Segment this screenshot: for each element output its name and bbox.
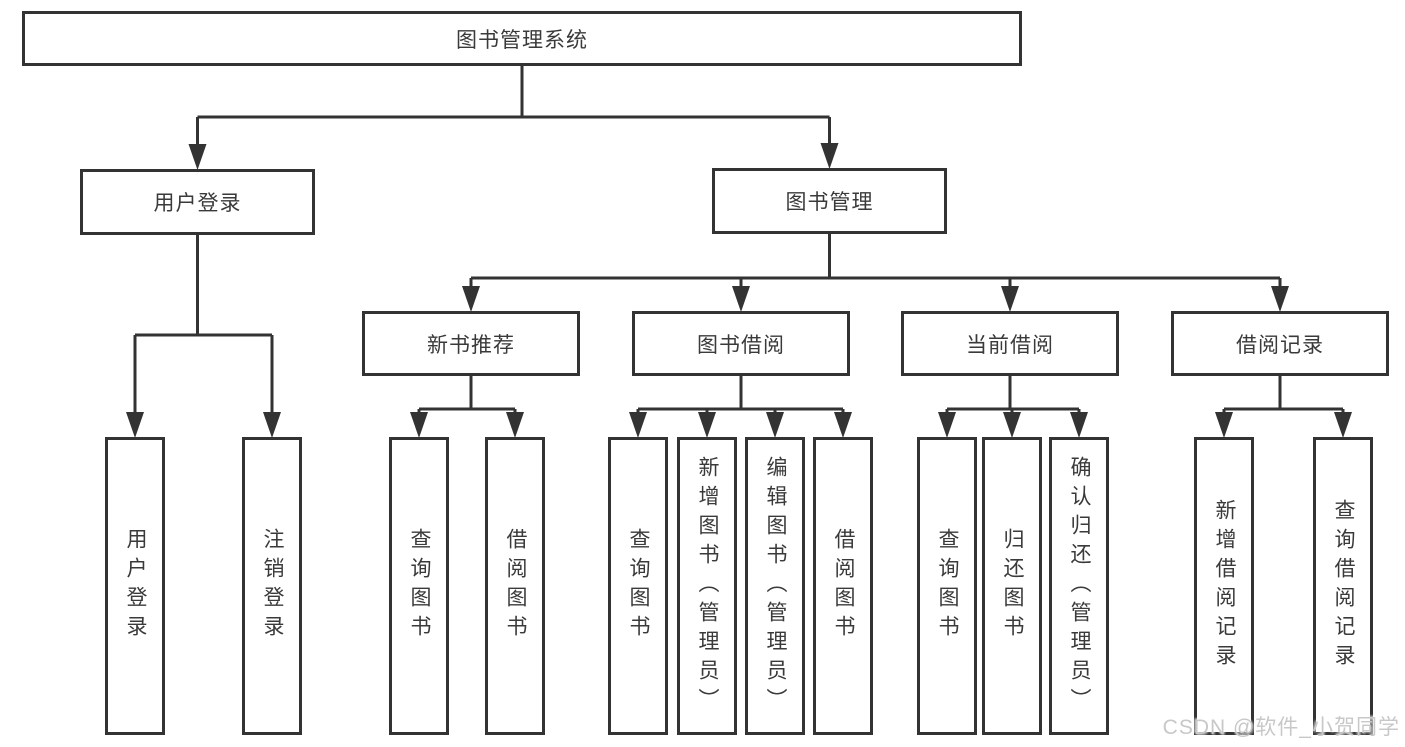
node-query-books-current: 查询图书: [917, 437, 977, 735]
arrowhead-icon: [1070, 412, 1088, 438]
node-edit-book-admin: 编辑图书（管理员）: [745, 437, 805, 735]
node-user-login: 用户登录: [80, 169, 315, 235]
arrowhead-icon: [834, 412, 852, 438]
node-return-book: 归还图书: [982, 437, 1042, 735]
arrowhead-icon: [188, 144, 207, 170]
node-book-borrow: 图书借阅: [632, 311, 850, 376]
arrowhead-icon: [1003, 412, 1021, 438]
node-borrow-books-rec: 借阅图书: [485, 437, 545, 735]
watermark: CSDN @软件_小贺同学: [1162, 716, 1400, 739]
arrowhead-icon: [506, 412, 524, 438]
arrowhead-icon: [1271, 286, 1289, 312]
node-query-borrow-record: 查询借阅记录: [1313, 437, 1373, 735]
node-book-mgmt: 图书管理: [712, 168, 947, 234]
arrowhead-icon: [1001, 286, 1019, 312]
node-borrow-records: 借阅记录: [1171, 311, 1389, 376]
arrowhead-icon: [1215, 412, 1233, 438]
node-logout-action: 注销登录: [242, 437, 302, 735]
arrowhead-icon: [732, 286, 750, 312]
arrowhead-icon: [766, 412, 784, 438]
node-borrow-books-borrow: 借阅图书: [813, 437, 873, 735]
arrowhead-icon: [938, 412, 956, 438]
node-add-book-admin: 新增图书（管理员）: [677, 437, 737, 735]
node-new-book-rec: 新书推荐: [362, 311, 580, 376]
node-query-books-rec: 查询图书: [389, 437, 449, 735]
node-confirm-return-admin: 确认归还（管理员）: [1049, 437, 1109, 735]
arrowhead-icon: [698, 412, 716, 438]
arrowhead-icon: [126, 412, 144, 438]
arrowhead-icon: [410, 412, 428, 438]
node-query-books-borrow: 查询图书: [608, 437, 668, 735]
node-current-borrow: 当前借阅: [901, 311, 1119, 376]
arrowhead-icon: [629, 412, 647, 438]
node-add-borrow-record: 新增借阅记录: [1194, 437, 1254, 735]
node-root: 图书管理系统: [22, 11, 1022, 66]
arrowhead-icon: [263, 412, 281, 438]
arrowhead-icon: [1334, 412, 1352, 438]
arrowhead-icon: [820, 143, 839, 169]
arrowhead-icon: [462, 286, 480, 312]
node-user-login-action: 用户登录: [105, 437, 165, 735]
